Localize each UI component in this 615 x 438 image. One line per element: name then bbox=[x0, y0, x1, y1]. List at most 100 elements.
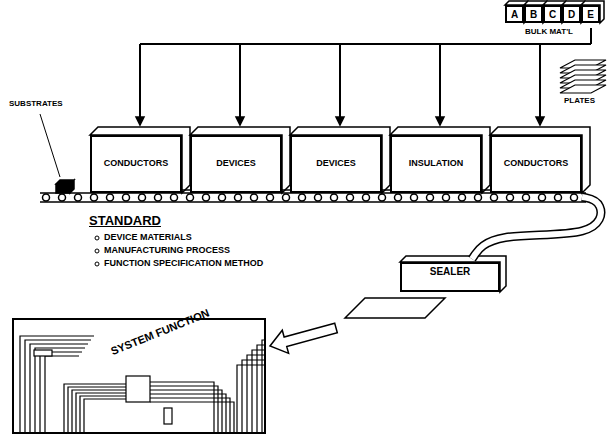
box-depth bbox=[90, 127, 190, 193]
process-box: INSULATION bbox=[390, 135, 482, 193]
trace bbox=[150, 386, 218, 432]
conveyor-roller bbox=[443, 194, 450, 201]
trace bbox=[35, 348, 85, 432]
conveyor-roller bbox=[331, 194, 338, 201]
conveyor-roller bbox=[251, 194, 258, 201]
conveyor-roller bbox=[123, 194, 130, 201]
conveyor-belt bbox=[40, 201, 586, 203]
trace bbox=[84, 399, 126, 432]
node-text: C bbox=[549, 9, 556, 20]
process-box: DEVICES bbox=[190, 135, 282, 193]
plate bbox=[560, 85, 606, 93]
trace bbox=[262, 340, 264, 432]
bullet bbox=[95, 262, 99, 266]
box-depth bbox=[190, 127, 290, 193]
conveyor-link bbox=[382, 190, 390, 191]
bulk-box: D bbox=[562, 5, 581, 23]
conveyor-roller bbox=[347, 194, 354, 201]
box-depth bbox=[400, 256, 506, 292]
conveyor-roller bbox=[507, 194, 514, 201]
conveyor-roller bbox=[75, 194, 82, 201]
bulk-box: A bbox=[505, 5, 524, 23]
conveyor-roller bbox=[411, 194, 418, 201]
resistor bbox=[34, 350, 52, 356]
bulk-box: C bbox=[543, 5, 562, 23]
node-text: CONDUCTORS bbox=[104, 159, 168, 169]
node-text: SYSTEM FUNCTION bbox=[109, 307, 211, 358]
chip bbox=[126, 376, 150, 402]
conveyor-roller bbox=[155, 194, 162, 201]
conveyor-roller bbox=[555, 194, 562, 201]
trace bbox=[25, 340, 91, 432]
conveyor-roller bbox=[539, 194, 546, 201]
feed-line bbox=[539, 44, 541, 119]
conveyor-roller bbox=[315, 194, 322, 201]
conveyor-roller bbox=[235, 194, 242, 201]
material-bus bbox=[140, 43, 591, 45]
trace bbox=[150, 394, 226, 432]
sealer-box: SEALER bbox=[400, 262, 500, 292]
process-box: CONDUCTORS bbox=[490, 135, 582, 193]
feed-arrowhead bbox=[136, 117, 144, 125]
bulk-box: B bbox=[524, 5, 543, 23]
conveyor-roller bbox=[363, 194, 370, 201]
conveyor-roller bbox=[283, 194, 290, 201]
trace bbox=[72, 390, 126, 432]
box-depth bbox=[390, 127, 490, 193]
process-box: DEVICES bbox=[290, 135, 382, 193]
conveyor-roller bbox=[299, 194, 306, 201]
trace bbox=[252, 350, 264, 432]
bullet bbox=[95, 236, 99, 240]
substrate bbox=[56, 180, 74, 193]
bullet-text: DEVICE MATERIALS bbox=[103, 233, 193, 243]
trace bbox=[68, 387, 126, 432]
material-label: PLATES bbox=[563, 97, 596, 106]
trace bbox=[76, 393, 126, 432]
bullet-text: MANUFACTURING PROCESS bbox=[103, 246, 231, 256]
node-text: D bbox=[568, 9, 575, 20]
conveyor-roller bbox=[379, 194, 386, 201]
trace bbox=[150, 390, 222, 432]
conveyor-roller bbox=[43, 194, 50, 201]
conveyor-roller bbox=[523, 194, 530, 201]
leader-line bbox=[40, 114, 60, 177]
feed-arrowhead bbox=[336, 117, 344, 125]
box-depth bbox=[581, 1, 604, 23]
trace bbox=[247, 355, 264, 432]
feed-line bbox=[439, 44, 441, 119]
illustration-strokes bbox=[40, 1, 606, 318]
trace bbox=[242, 360, 264, 432]
conveyor-roller bbox=[171, 194, 178, 201]
sealed-card bbox=[345, 298, 445, 318]
node-text: DEVICES bbox=[316, 159, 356, 169]
conveyor-roller bbox=[107, 194, 114, 201]
conveyor-roller bbox=[395, 194, 402, 201]
node-text: B bbox=[530, 9, 537, 20]
material-bus bbox=[590, 28, 592, 44]
node-text: INSULATION bbox=[409, 159, 463, 169]
trace bbox=[150, 398, 230, 432]
node-text: E bbox=[587, 9, 594, 20]
output-ribbon bbox=[472, 197, 601, 259]
process-box: CONDUCTORS bbox=[90, 135, 182, 193]
result-arrow bbox=[270, 323, 337, 353]
conveyor-roller bbox=[571, 194, 578, 201]
feed-line bbox=[139, 44, 141, 119]
trace bbox=[30, 344, 88, 432]
conveyor-roller bbox=[59, 194, 66, 201]
conveyor-roller bbox=[219, 194, 226, 201]
trace bbox=[40, 352, 82, 432]
feed-arrowhead bbox=[236, 117, 244, 125]
heading: STANDARD bbox=[88, 214, 162, 228]
box-depth bbox=[290, 127, 390, 193]
conveyor-roller bbox=[427, 194, 434, 201]
conveyor-roller bbox=[491, 194, 498, 201]
conveyor-roller bbox=[475, 194, 482, 201]
box-depth bbox=[490, 127, 590, 193]
resistor bbox=[164, 408, 172, 424]
conveyor-link bbox=[182, 190, 190, 191]
node-text: SEALER bbox=[430, 266, 471, 277]
circuit-board: SYSTEM FUNCTION bbox=[12, 318, 266, 434]
node-text: DEVICES bbox=[216, 159, 256, 169]
node-text: A bbox=[511, 9, 518, 20]
